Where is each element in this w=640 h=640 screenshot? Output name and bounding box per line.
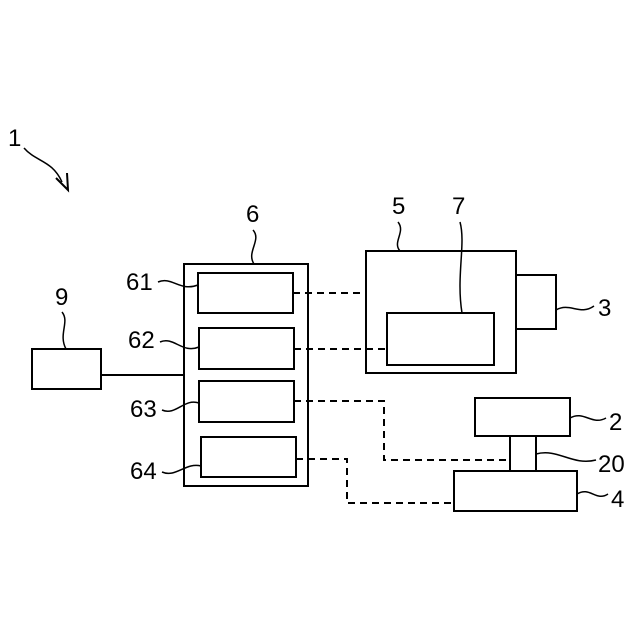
block-7 xyxy=(387,313,494,365)
label-63: 63 xyxy=(130,396,157,423)
arrow-1 xyxy=(24,148,62,182)
label-62: 62 xyxy=(128,327,155,354)
leader-5 xyxy=(397,222,400,251)
leader-9 xyxy=(62,312,66,349)
block-63 xyxy=(199,381,294,422)
block-4 xyxy=(454,471,577,511)
connection-64-4 xyxy=(296,459,454,503)
leader-4 xyxy=(577,492,608,497)
stem-20 xyxy=(510,436,536,471)
block-62 xyxy=(199,328,294,369)
label-6: 6 xyxy=(246,201,259,228)
label-7: 7 xyxy=(452,193,465,220)
label-3: 3 xyxy=(598,295,611,322)
block-2 xyxy=(475,398,570,436)
label-2: 2 xyxy=(609,409,622,436)
label-9: 9 xyxy=(55,284,68,311)
label-4: 4 xyxy=(611,486,624,513)
leader-2 xyxy=(570,416,606,421)
leader-20 xyxy=(536,453,596,461)
label-61: 61 xyxy=(126,269,153,296)
block-61 xyxy=(198,273,293,313)
block-3 xyxy=(516,275,556,329)
label-20: 20 xyxy=(598,451,625,478)
block-64 xyxy=(201,437,296,477)
label-5: 5 xyxy=(392,193,405,220)
leader-6 xyxy=(252,230,256,264)
label-64: 64 xyxy=(130,458,157,485)
block-9 xyxy=(32,349,101,389)
leader-3 xyxy=(556,306,594,310)
label-1: 1 xyxy=(8,125,21,152)
